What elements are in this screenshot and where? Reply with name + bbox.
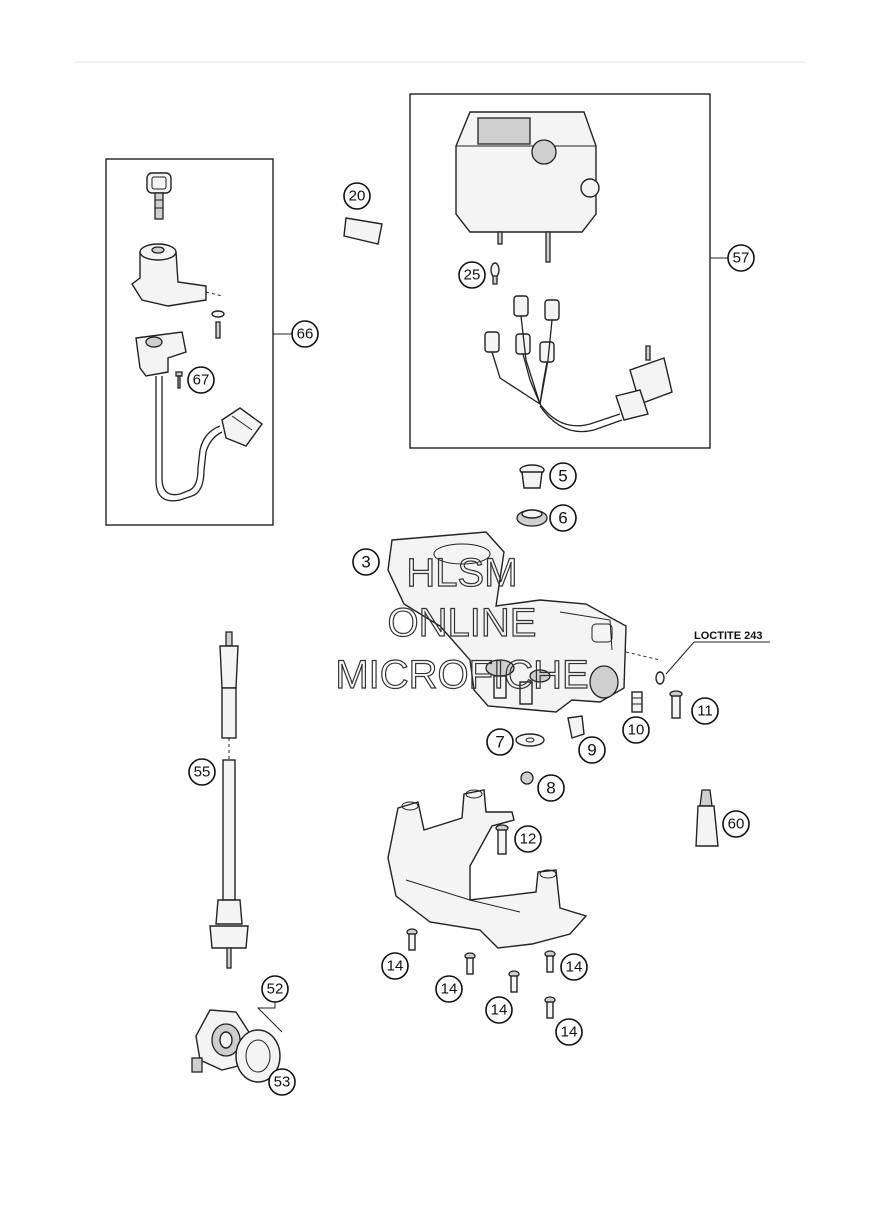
svg-text:9: 9 [587, 741, 596, 760]
svg-text:14: 14 [566, 959, 583, 976]
part-20-pad [343, 217, 383, 245]
callout-57: 57 [727, 244, 755, 272]
screw-12 [495, 824, 509, 855]
callout-55: 55 [188, 758, 216, 786]
grommet-6 [516, 509, 548, 527]
ignition-key [146, 172, 172, 220]
callout-14b: 14 [435, 975, 463, 1003]
callout-14a: 14 [381, 952, 409, 980]
svg-text:7: 7 [495, 733, 504, 752]
washer-7-hole [525, 737, 535, 743]
ignition-group-frame [105, 158, 274, 526]
loctite-note: LOCTITE 243 [694, 630, 762, 642]
screw-14b [464, 952, 476, 975]
callout-10: 10 [622, 716, 650, 744]
ignition-switch-body [135, 331, 263, 502]
callout-66: 66 [291, 320, 319, 348]
screw-14a [406, 928, 418, 951]
loctite-leader [665, 641, 695, 675]
callout-3: 3 [352, 548, 380, 576]
svg-text:14: 14 [441, 981, 458, 998]
svg-text:14: 14 [387, 958, 404, 975]
callout-11: 11 [691, 697, 719, 725]
callout-7: 7 [486, 728, 514, 756]
grommet-5 [519, 464, 545, 489]
watermark: HLSM ONLINE MICROFICHE [335, 550, 590, 697]
svg-text:8: 8 [546, 779, 555, 798]
callout-52: 52 [261, 975, 289, 1003]
screw-67 [175, 371, 183, 389]
callout-8: 8 [537, 774, 565, 802]
callout-60: 60 [722, 810, 750, 838]
callout-5: 5 [549, 462, 577, 490]
svg-text:60: 60 [728, 816, 745, 833]
callout-9: 9 [578, 736, 606, 764]
svg-text:53: 53 [274, 1074, 291, 1091]
svg-text:MICROFICHE: MICROFICHE [335, 653, 588, 697]
svg-text:55: 55 [194, 764, 211, 781]
svg-text:11: 11 [697, 703, 713, 720]
svg-text:14: 14 [561, 1024, 578, 1041]
loctite-bottle-60 [695, 789, 719, 847]
screw-14d [544, 950, 556, 973]
svg-text:14: 14 [491, 1002, 508, 1019]
callout-14e: 14 [555, 1018, 583, 1046]
callout-25: 25 [458, 261, 486, 289]
callout-20: 20 [343, 182, 371, 210]
svg-text:3: 3 [361, 553, 370, 572]
svg-text:57: 57 [733, 250, 750, 267]
ignition-lock-cylinder [131, 243, 223, 307]
screw-14e [544, 996, 556, 1019]
lower-bracket [387, 789, 588, 949]
svg-text:20: 20 [349, 188, 366, 205]
callout-53: 53 [268, 1068, 296, 1096]
callout-12: 12 [514, 825, 542, 853]
callout-14d: 14 [485, 996, 513, 1024]
wiring-harness [484, 295, 673, 433]
svg-text:ONLINE: ONLINE [388, 601, 537, 645]
loctite-drop [655, 671, 665, 685]
callout-6: 6 [549, 504, 577, 532]
callout-67: 67 [187, 366, 215, 394]
svg-text:HLSM: HLSM [406, 551, 517, 595]
instrument-bracket-3 [387, 531, 661, 713]
svg-text:12: 12 [520, 831, 537, 848]
svg-text:66: 66 [297, 326, 314, 343]
speedometer-housing [455, 111, 600, 263]
ignition-washer-screw [211, 310, 225, 339]
clip-9 [567, 715, 585, 739]
svg-text:5: 5 [558, 467, 567, 486]
speedometer-cable-55 [209, 631, 249, 969]
spring-10 [631, 691, 643, 713]
screw-14c [508, 970, 520, 993]
bulb-25 [490, 262, 500, 285]
nut-8 [520, 771, 534, 785]
svg-text:67: 67 [193, 372, 210, 389]
gasket-53 [235, 1029, 281, 1083]
svg-text:52: 52 [267, 981, 284, 998]
callout-14c: 14 [560, 953, 588, 981]
svg-text:10: 10 [628, 722, 645, 739]
svg-text:6: 6 [558, 509, 567, 528]
screw-11 [669, 690, 683, 719]
leader-52 [256, 1002, 283, 1033]
speedometer-group-frame [409, 93, 711, 449]
washer-7 [515, 733, 545, 747]
svg-text:25: 25 [464, 267, 481, 284]
